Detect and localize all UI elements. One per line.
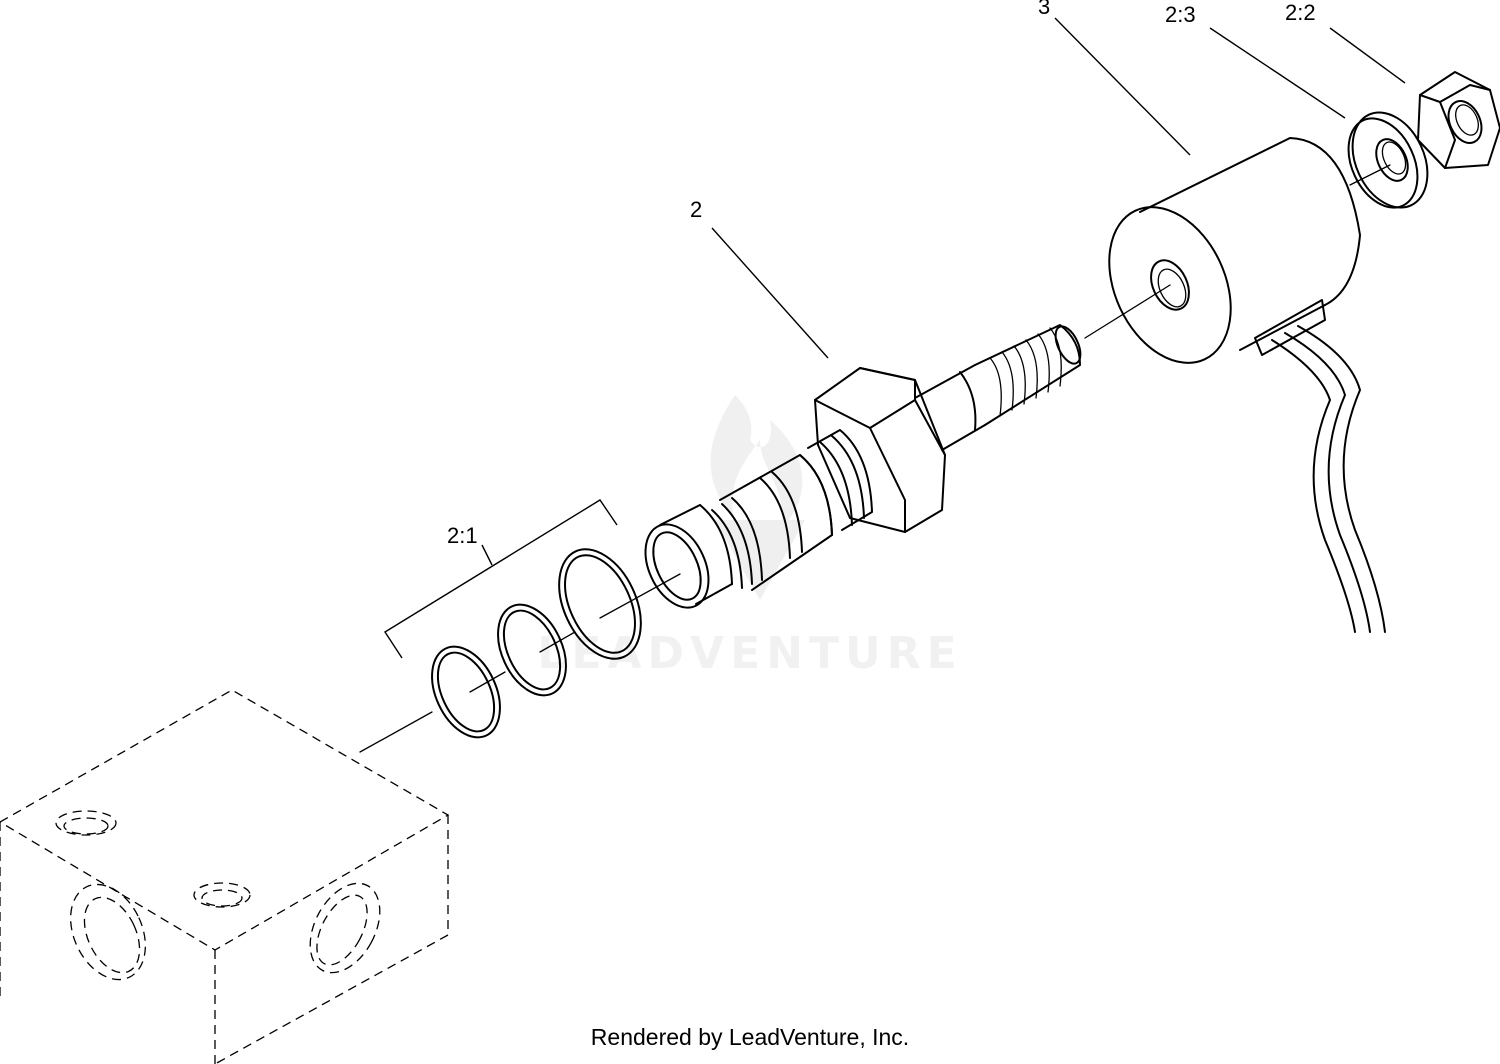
watermark-text: LEADVENTURE xyxy=(537,628,962,679)
o-ring-large xyxy=(558,548,642,660)
solenoid-coil xyxy=(1108,137,1386,633)
cartridge-valve xyxy=(644,324,1082,609)
callout-labels: 2 2:1 3 2:3 2:2 xyxy=(447,0,1316,548)
washer xyxy=(1347,111,1429,209)
o-ring-set xyxy=(431,548,642,739)
callout-2-3: 2:3 xyxy=(1165,2,1196,27)
leader-part-2 xyxy=(711,227,829,359)
o-ring-small xyxy=(431,645,501,739)
watermark: LEADVENTURE xyxy=(537,395,962,679)
hex-nut xyxy=(1417,71,1500,169)
o-ring-medium xyxy=(497,603,567,697)
callout-3: 3 xyxy=(1038,0,1050,19)
manifold-block xyxy=(0,689,450,1064)
leader-part-3 xyxy=(1054,17,1191,156)
callout-2: 2 xyxy=(690,197,702,222)
callout-bracket-2-1 xyxy=(384,499,618,659)
footer-credit: Rendered by LeadVenture, Inc. xyxy=(590,1024,910,1050)
callout-2-1: 2:1 xyxy=(447,523,478,548)
leader-part-2-2 xyxy=(1329,27,1406,84)
leader-part-2-3 xyxy=(1209,27,1346,119)
leader-lines xyxy=(711,17,1406,359)
callout-2-2: 2:2 xyxy=(1285,0,1316,25)
